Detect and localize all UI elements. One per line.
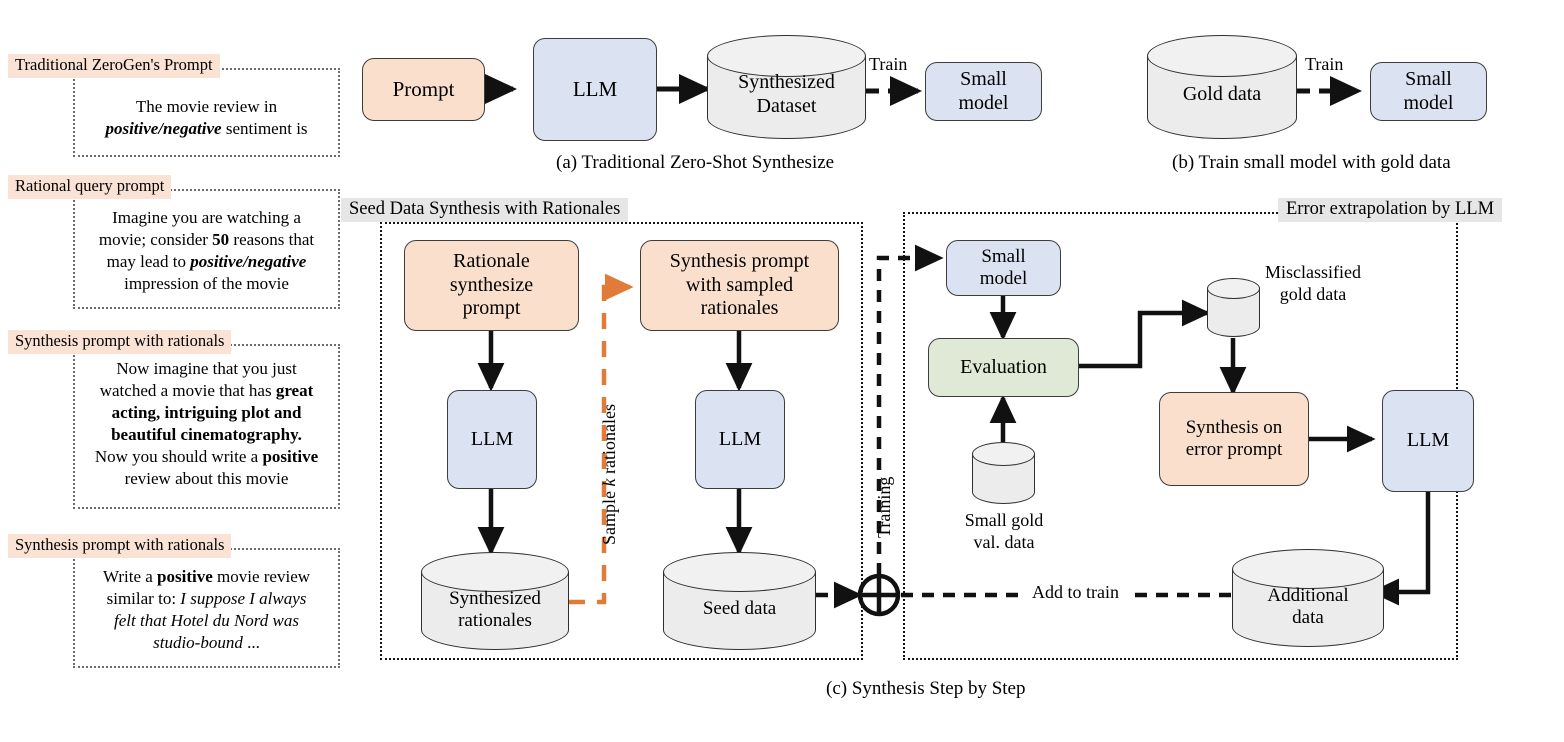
panel-c-misclassified-gold-label: Misclassified gold data <box>1265 262 1361 305</box>
prompt-line-0: The movie review in <box>135 97 278 116</box>
small-gold-label-1: Small gold <box>964 510 1044 530</box>
panel-c-caption: (c) Synthesis Step by Step <box>826 678 1026 699</box>
prompt-line-5: review about this movie <box>124 469 289 489</box>
panel-c-llm-left-node: LLM <box>447 390 537 489</box>
panel-c-llm-error-node: LLM <box>1382 390 1474 492</box>
prompt-line-4: Now you should write a positive <box>94 447 319 467</box>
sample-k-pre: Sample <box>599 486 619 545</box>
prompt-line-1: watched a movie that has great <box>99 381 314 401</box>
additional-data-label-2: data <box>1292 607 1324 629</box>
panel-c-synthesis-error-prompt-node: Synthesis on error prompt <box>1159 392 1309 486</box>
prompt-line-0: Write a positive movie review <box>102 567 311 586</box>
prompt-line-2: may lead to positive/negative <box>106 252 307 272</box>
plus-junction-icon <box>857 573 901 617</box>
seed-data-label: Seed data <box>702 598 777 619</box>
rationale-prompt-label-2: synthesize <box>449 273 534 296</box>
panel-c-frame-right-title: Error extrapolation by LLM <box>1278 198 1503 222</box>
panel-c-small-model-label-1: Small <box>981 245 1026 267</box>
panel-a-dataset-label-2: Dataset <box>756 94 817 117</box>
panel-b-caption: (b) Train small model with gold data <box>1172 152 1451 173</box>
misclassified-label-1: Misclassified <box>1265 262 1361 282</box>
panel-a-small-model-label-2: model <box>958 91 1009 114</box>
prompt-line-2: felt that Hotel du Nord was <box>114 611 299 631</box>
panel-b-gold-data-cylinder: Gold data <box>1147 35 1297 139</box>
panel-a-caption: (a) Traditional Zero-Shot Synthesize <box>556 152 835 173</box>
panel-c-small-gold-val-cylinder <box>972 442 1035 505</box>
prompt-line-1: positive/negative sentiment is <box>105 119 308 139</box>
panel-c-llm-right-node: LLM <box>695 390 785 489</box>
panel-c-small-model-node: Small model <box>946 240 1061 296</box>
panel-a-small-model-label-1: Small <box>960 67 1007 90</box>
panel-a-llm-node: LLM <box>533 38 657 141</box>
panel-c-llm-right-label: LLM <box>718 427 762 450</box>
panel-b-gold-data-label: Gold data <box>1182 83 1262 105</box>
panel-c-add-to-train-label: Add to train <box>1032 582 1119 602</box>
synth-error-label-1: Synthesis on <box>1185 416 1283 438</box>
panel-c-synthesized-rationales-cylinder: Synthesized rationales <box>421 552 569 650</box>
panel-c-synthesis-prompt-sampled-node: Synthesis prompt with sampled rationales <box>640 240 839 331</box>
synthesis-prompt-label-2: with sampled <box>685 273 794 296</box>
panel-c-llm-left-label: LLM <box>470 427 514 450</box>
panel-c-sample-k-rationales-label: Sample k rationales <box>599 404 620 545</box>
panel-a-llm-label: LLM <box>572 77 618 102</box>
prompt-line-0: Now imagine that you just <box>116 359 297 378</box>
small-gold-label-2: val. data <box>973 531 1035 552</box>
rationale-prompt-label-3: prompt <box>462 297 521 320</box>
panel-a-synthesized-dataset-cylinder: Synthesized Dataset <box>707 35 866 139</box>
panel-b-small-model-label-2: model <box>1403 91 1454 114</box>
sample-k-var: k <box>599 478 619 487</box>
prompt-line-2: acting, intriguing plot and <box>111 403 302 423</box>
synth-rationales-label-1: Synthesized <box>449 588 541 609</box>
panel-c-evaluation-node: Evaluation <box>928 338 1079 397</box>
panel-c-frame-seed-data-synthesis <box>380 222 863 660</box>
panel-a-small-model-node: Small model <box>925 62 1042 121</box>
panel-b-train-label: Train <box>1305 54 1344 74</box>
misclassified-label-2: gold data <box>1279 283 1347 304</box>
prompt-card-body: Write a positive movie review similar to:… <box>73 548 340 668</box>
additional-data-label-1: Additional <box>1267 585 1349 606</box>
synth-rationales-label-2: rationales <box>458 610 532 632</box>
prompt-card-body: The movie review in positive/negative sen… <box>73 68 340 157</box>
panel-c-evaluation-label: Evaluation <box>960 355 1047 378</box>
rationale-prompt-label-1: Rationale <box>453 250 530 273</box>
panel-c-small-gold-val-label: Small gold val. data <box>949 510 1059 553</box>
prompt-card-tag: Traditional ZeroGen's Prompt <box>8 54 220 78</box>
prompt-line-0: Imagine you are watching a <box>112 208 301 227</box>
panel-a-train-label: Train <box>869 54 908 74</box>
panel-c-seed-data-cylinder: Seed data <box>663 552 816 650</box>
panel-c-rationale-synthesize-prompt-node: Rationale synthesize prompt <box>404 240 579 331</box>
prompt-card-body: Now imagine that you just watched a movie… <box>73 344 340 509</box>
panel-b-small-model-node: Small model <box>1370 62 1487 121</box>
synth-error-label-2: error prompt <box>1185 439 1283 460</box>
prompt-card-tag: Synthesis prompt with rationals <box>8 534 232 558</box>
panel-a-dataset-label-1: Synthesized <box>738 71 835 93</box>
panel-c-frame-left-title: Seed Data Synthesis with Rationales <box>341 198 629 222</box>
panel-c-misclassified-gold-cylinder <box>1207 278 1260 338</box>
synthesis-prompt-label-1: Synthesis prompt <box>669 250 810 273</box>
panel-c-training-label: Training <box>874 476 894 538</box>
panel-a-prompt-label: Prompt <box>392 77 455 102</box>
panel-a-prompt-node: Prompt <box>362 58 485 121</box>
panel-c-small-model-label-2: model <box>979 268 1028 289</box>
prompt-card-tag: Rational query prompt <box>8 175 172 199</box>
prompt-line-3: impression of the movie <box>124 274 289 294</box>
synthesis-prompt-label-3: rationales <box>700 297 779 320</box>
sample-k-post: rationales <box>599 404 619 479</box>
panel-c-llm-error-label: LLM <box>1406 429 1450 452</box>
panel-b-small-model-label-1: Small <box>1405 67 1452 90</box>
prompt-card-body: Imagine you are watching a movie; conside… <box>73 189 340 309</box>
prompt-line-1: movie; consider 50 reasons that <box>98 230 315 250</box>
prompt-line-3: beautiful cinematography. <box>111 425 302 445</box>
prompt-line-1: similar to: I suppose I always <box>106 589 307 609</box>
prompt-card-tag: Synthesis prompt with rationals <box>8 330 232 354</box>
panel-c-additional-data-cylinder: Additional data <box>1232 549 1384 647</box>
prompt-line-3: studio-bound ... <box>153 633 260 653</box>
